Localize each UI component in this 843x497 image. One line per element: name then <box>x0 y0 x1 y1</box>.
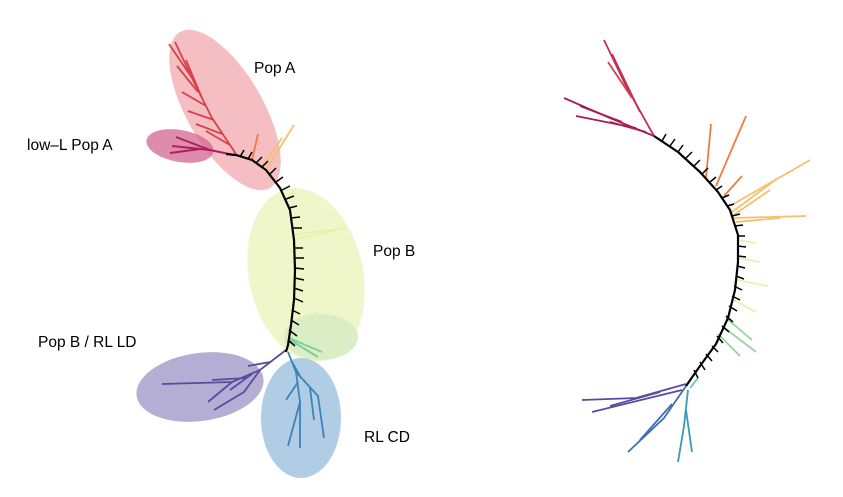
right-light-branches <box>733 239 769 313</box>
right-green-branches <box>717 317 757 357</box>
right-backbone <box>653 135 740 387</box>
pop-b-rl-ld-ellipse <box>136 352 264 422</box>
right-red-branches <box>563 39 655 137</box>
right-backbone-ticks <box>661 133 747 379</box>
label-rl-cd: RL CD <box>364 429 410 446</box>
label-low-l-pop-a: low–L Pop A <box>27 137 113 154</box>
pop-b-branches <box>287 187 347 321</box>
right-blue-branches <box>627 377 699 463</box>
pop-a-branches <box>168 41 237 155</box>
orange-yellow-branches <box>251 124 295 171</box>
blue-branches <box>285 351 325 448</box>
green-branches <box>288 337 323 358</box>
left-backbone-ticks <box>239 149 305 347</box>
pop-a-ellipse <box>169 29 281 191</box>
right-purple-branches <box>581 383 687 413</box>
low-l-branches <box>169 136 235 156</box>
left-backbone <box>225 152 297 353</box>
purple-branches <box>161 349 287 411</box>
label-pop-a: Pop A <box>254 60 296 77</box>
right-tree <box>563 39 811 463</box>
rl-cd-ellipse <box>261 358 341 478</box>
left-tree: Pop A low–L Pop A Pop B Pop B / RL LD RL… <box>27 29 415 478</box>
right-yellow-branches <box>729 159 811 223</box>
pop-b-green-ellipse <box>284 314 358 360</box>
label-pop-b: Pop B <box>373 243 415 260</box>
label-pop-b-rl-ld: Pop B / RL LD <box>38 334 137 351</box>
